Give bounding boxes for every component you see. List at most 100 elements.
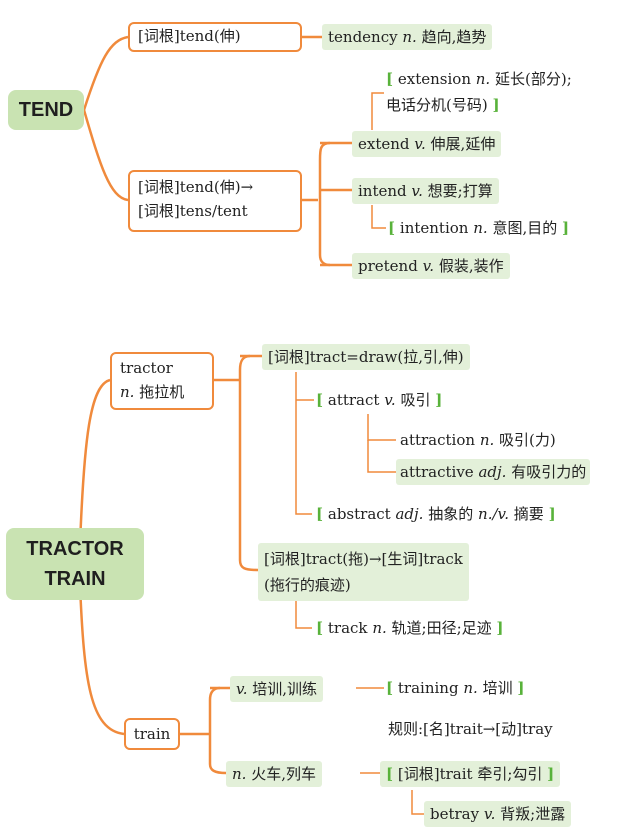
branch-tend-box1 <box>82 35 129 111</box>
betray-meaning: 背叛;泄露 <box>500 805 566 823</box>
connector-tract <box>295 372 312 515</box>
attractive-entry: attractive adj. 有吸引力的 <box>396 459 591 485</box>
extension-word: extension <box>397 70 471 88</box>
intend-word: intend <box>358 182 407 200</box>
intention-entry: [ intention n. 意图,目的 ] <box>386 217 571 239</box>
tractor-pos: n. <box>120 383 135 401</box>
intention-word: intention <box>399 219 469 237</box>
root-tend: TEND <box>8 90 84 130</box>
tendency-meaning: 趋向,趋势 <box>421 28 487 46</box>
train-noun-pos: n. <box>232 765 247 783</box>
attractive-word: attractive <box>400 463 474 481</box>
tendency-entry: tendency n. 趋向,趋势 <box>322 24 493 50</box>
connector-extension <box>371 92 384 130</box>
betray-pos: v. <box>483 805 496 823</box>
tract-root-entry: [词根]tract=draw(拉,引,伸) <box>262 344 470 370</box>
attraction-pos: n. <box>479 431 495 449</box>
bracket-open: [ <box>316 391 324 409</box>
tract-drag-entry: [词根]tract(拖)→[生词]track (拖行的痕迹) <box>258 543 469 601</box>
intend-pos: v. <box>411 182 423 200</box>
abstract-meaning: 抽象的 <box>428 505 474 523</box>
tend-root-box: [词根]tend(伸) <box>128 22 302 52</box>
branch-root-tractor <box>78 378 111 546</box>
branch-tend-box2 <box>82 109 129 202</box>
extend-entry: extend v. 伸展,延伸 <box>352 131 502 157</box>
abstract-pos-2: n./v. <box>478 505 509 523</box>
bracket-close: ] <box>492 96 500 114</box>
train-verb-meaning: 培训,训练 <box>252 680 318 698</box>
attractive-pos: adj. <box>478 463 507 481</box>
attract-entry: [ attract v. 吸引 ] <box>314 389 444 411</box>
training-meaning: 培训 <box>482 679 513 697</box>
bracket-open: [ <box>316 619 324 637</box>
attraction-entry: attraction n. 吸引(力) <box>398 429 558 451</box>
bracket-train <box>208 686 227 775</box>
intend-meaning: 想要;打算 <box>427 182 493 200</box>
extension-meaning-2: 电话分机(号码) <box>386 96 488 114</box>
attract-meaning: 吸引 <box>400 391 431 409</box>
bracket-open: [ <box>386 70 394 88</box>
connector-attractive <box>367 440 396 473</box>
abstract-word: abstract <box>327 505 391 523</box>
train-noun-entry: n. 火车,列车 <box>226 761 322 787</box>
trait-root-text: [词根]trait 牵引;勾引 <box>397 765 543 783</box>
tractor-box: tractor n. 拖拉机 <box>110 352 214 410</box>
tract-root-text: [词根]tract=draw(拉,引,伸) <box>268 348 464 366</box>
tend-root-text: [词根]tend(伸) <box>138 27 241 45</box>
attractive-meaning: 有吸引力的 <box>511 463 587 481</box>
abstract-entry: [ abstract adj. 抽象的 n./v. 摘要 ] <box>314 503 558 525</box>
trait-root-entry: [ [词根]trait 牵引;勾引 ] <box>380 761 561 787</box>
root-tend-label: TEND <box>18 99 74 121</box>
extension-pos: n. <box>475 70 491 88</box>
extension-meaning: 延长(部分); <box>494 70 572 88</box>
bracket-tend <box>318 141 331 267</box>
connector-intention <box>371 205 386 229</box>
abstract-meaning-2: 摘要 <box>513 505 544 523</box>
pretend-meaning: 假装,装作 <box>438 257 504 275</box>
train-noun-meaning: 火车,列车 <box>251 765 316 783</box>
extend-meaning: 伸展,延伸 <box>430 135 496 153</box>
tract-drag-line2: (拖行的痕迹) <box>264 576 351 594</box>
rule-text: 规则:[名]trait→[动]tray <box>388 720 553 738</box>
intention-pos: n. <box>473 219 488 237</box>
abstract-pos: adj. <box>395 505 424 523</box>
bracket-close: ] <box>435 391 443 409</box>
pretend-entry: pretend v. 假装,装作 <box>352 253 510 279</box>
extension-entry: [ extension n. 延长(部分); 电话分机(号码) ] <box>384 66 574 118</box>
tend-tens-line2: [词根]tens/tent <box>138 202 248 220</box>
betray-entry: betray v. 背叛;泄露 <box>424 801 572 827</box>
connector-betray <box>411 790 424 815</box>
tractor-word: tractor <box>120 359 173 377</box>
bracket-open: [ <box>386 679 394 697</box>
root-tractor-label: TRACTOR <box>26 538 124 560</box>
root-train-label: TRAIN <box>44 568 106 590</box>
pretend-word: pretend <box>358 257 418 275</box>
extend-word: extend <box>358 135 410 153</box>
training-word: training <box>397 679 459 697</box>
attraction-meaning: 吸引(力) <box>499 431 556 449</box>
root-tractor-train: TRACTOR TRAIN <box>6 528 144 600</box>
attract-pos: v. <box>384 391 396 409</box>
rule-note: 规则:[名]trait→[动]tray <box>386 718 555 740</box>
connector-attraction <box>367 414 396 441</box>
intention-meaning: 意图,目的 <box>492 219 558 237</box>
attract-word: attract <box>327 391 380 409</box>
betray-word: betray <box>430 805 480 823</box>
bracket-close: ] <box>562 219 570 237</box>
tractor-meaning: 拖拉机 <box>139 383 185 401</box>
connector-track <box>295 600 312 629</box>
tend-tens-line1: [词根]tend(伸)→ <box>138 178 254 196</box>
bracket-open: [ <box>386 765 394 783</box>
intend-entry: intend v. 想要;打算 <box>352 178 499 204</box>
bracket-tractor <box>238 354 259 572</box>
extend-pos: v. <box>414 135 426 153</box>
track-entry: [ track n. 轨道;田径;足迹 ] <box>314 617 506 639</box>
tract-drag-line1: [词根]tract(拖)→[生词]track <box>264 550 463 568</box>
train-verb-pos: v. <box>236 680 248 698</box>
train-box: train <box>124 718 180 750</box>
bracket-open: [ <box>388 219 396 237</box>
train-verb-entry: v. 培训,训练 <box>230 676 324 702</box>
pretend-pos: v. <box>422 257 435 275</box>
attraction-word: attraction <box>400 431 476 449</box>
